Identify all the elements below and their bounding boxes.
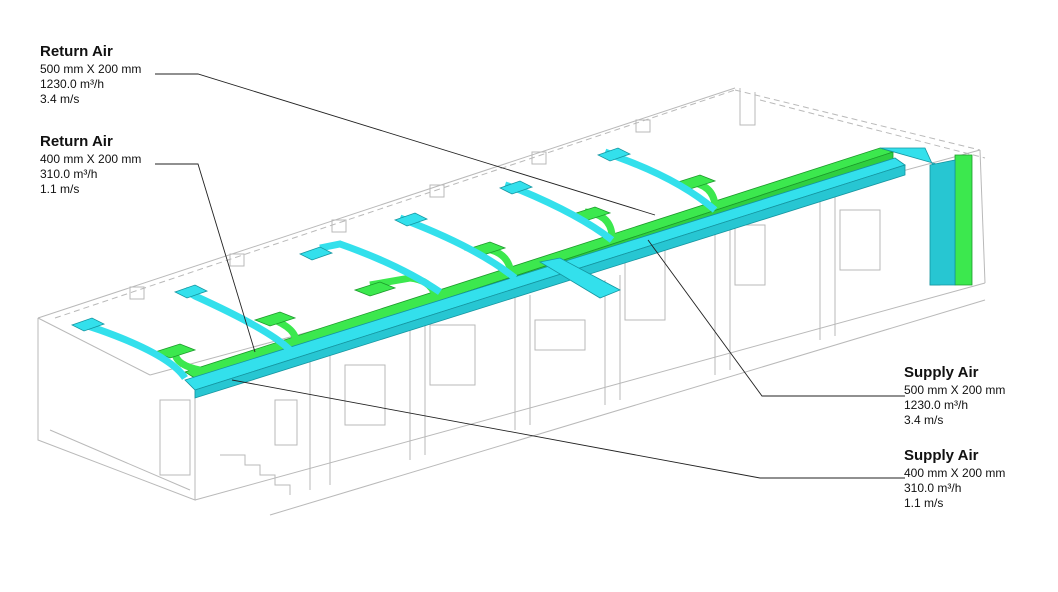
- supply-air-ducts: [70, 147, 956, 399]
- duct-size: 500 mm X 200 mm: [904, 383, 1006, 397]
- building-shell: [37, 87, 986, 516]
- airflow: 310.0 m³/h: [904, 481, 962, 495]
- callout-title: Supply Air: [904, 447, 979, 464]
- duct-size: 400 mm X 200 mm: [40, 152, 142, 166]
- callout-title: Supply Air: [904, 364, 979, 381]
- velocity: 1.1 m/s: [904, 496, 944, 510]
- return-air-callout-2: Return Air 400 mm X 200 mm 310.0 m³/h 1.…: [40, 133, 141, 197]
- supply-air-callout-2: Supply Air 400 mm X 200 mm 310.0 m³/h 1.…: [904, 447, 1005, 511]
- airflow: 1230.0 m³/h: [40, 77, 105, 91]
- velocity: 3.4 m/s: [904, 413, 944, 427]
- return-air-callout-1: Return Air 500 mm X 200 mm 1230.0 m³/h 3…: [40, 43, 141, 107]
- supply-air-callout-1: Supply Air 500 mm X 200 mm 1230.0 m³/h 3…: [904, 364, 1005, 428]
- leader-lines: [155, 73, 905, 479]
- airflow: 1230.0 m³/h: [904, 398, 969, 412]
- duct-size: 400 mm X 200 mm: [904, 466, 1006, 480]
- duct-size: 500 mm X 200 mm: [40, 62, 142, 76]
- velocity: 3.4 m/s: [40, 92, 80, 106]
- velocity: 1.1 m/s: [40, 182, 80, 196]
- callout-title: Return Air: [40, 43, 113, 60]
- airflow: 310.0 m³/h: [40, 167, 98, 181]
- callout-title: Return Air: [40, 133, 113, 150]
